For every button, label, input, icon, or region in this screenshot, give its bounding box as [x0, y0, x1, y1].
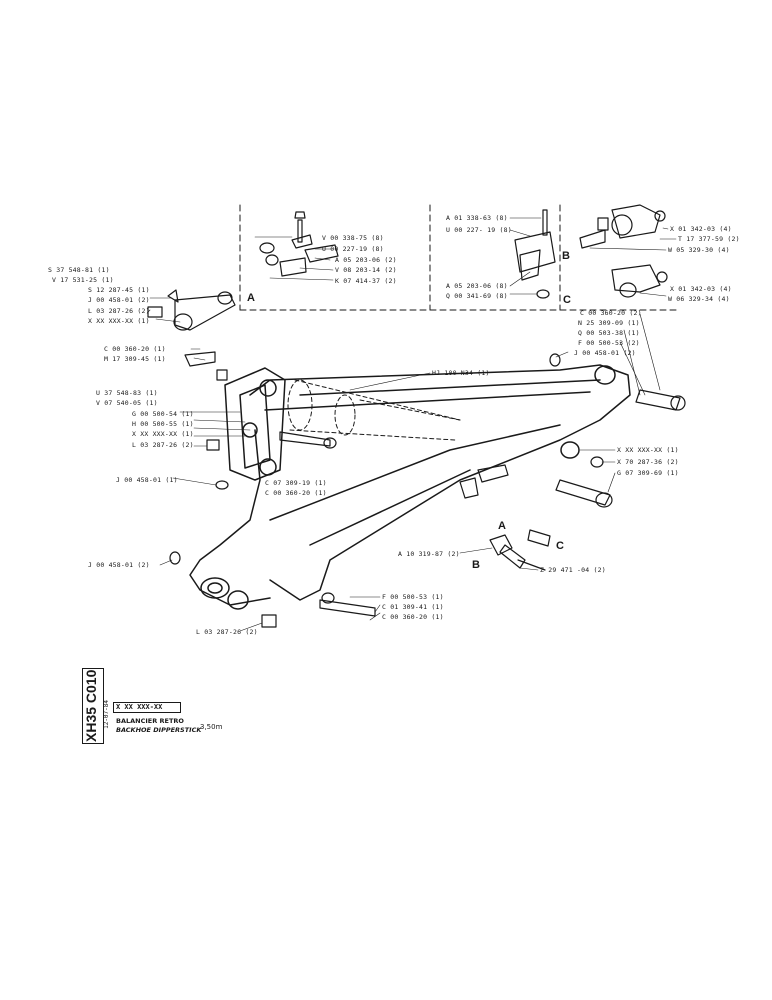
label-j00458d: J 00 458-01 (2) — [574, 349, 636, 357]
label-k07414: K 07 414-37 (2) — [335, 277, 397, 285]
label-c00360a: C 00 360-20 (1) — [104, 345, 166, 353]
callout-letter-a: A — [498, 520, 506, 532]
label-s12287: S 12 287-45 (1) — [88, 286, 150, 294]
label-a05203b: A 05 203-06 (8) — [446, 282, 508, 290]
title-english: BACKHOE DIPPERSTICK — [116, 726, 202, 734]
label-v17531: V 17 531-25 (1) — [52, 276, 114, 284]
label-t17377: T 17 377-59 (2) — [678, 235, 740, 243]
label-w06329: W 06 329-34 (4) — [668, 295, 730, 303]
label-j00458a: J 00 458-01 (2) — [88, 296, 150, 304]
detail-letter-c: C — [563, 294, 571, 306]
label-z29471: Z 29 471 -04 (2) — [540, 566, 606, 574]
detail-letter-b: B — [562, 250, 570, 262]
drawing-ref: X XX XXX-XX — [113, 702, 181, 713]
label-u00227b: U 00 227- 19 (8) — [446, 226, 512, 234]
label-n25309: N 25 309-09 (1) — [578, 319, 640, 327]
label-xxc: X XX XXX-XX (1) — [617, 446, 679, 454]
label-c00360b: C 00 360-20 (1) — [265, 489, 327, 497]
label-l03287c: L 03 287-26 (2) — [196, 628, 258, 636]
dipperstick-size: 3,50m — [200, 723, 223, 731]
label-v07540: V 07 540-05 (1) — [96, 399, 158, 407]
label-c00360d: C 00 360-20 (2) — [580, 309, 642, 317]
label-xxa: X XX XXX-XX (1) — [88, 317, 150, 325]
label-q00503: Q 00 503-38 (1) — [578, 329, 640, 337]
detail-letter-a: A — [247, 292, 255, 304]
label-h00500: H 00 500-55 (1) — [132, 420, 194, 428]
label-a05203a: A 05 203-06 (2) — [335, 256, 397, 264]
label-u37548: U 37 548-83 (1) — [96, 389, 158, 397]
leader-lines — [147, 217, 677, 632]
label-c01309: C 01 309-41 (1) — [382, 603, 444, 611]
detail-b-parts — [514, 209, 556, 299]
dipperstick-beam — [189, 364, 631, 610]
label-a01338: A 01 338-63 (8) — [446, 214, 508, 222]
label-v00338: V 00 338-75 (8) — [322, 234, 384, 242]
label-q00341: Q 00 341-69 (8) — [446, 292, 508, 300]
label-s37548: S 37 548-81 (1) — [48, 266, 110, 274]
grease-fitting-assembly — [489, 529, 551, 571]
label-x01342b: X 01 342-03 (4) — [670, 285, 732, 293]
label-m17309: M 17 309-45 (1) — [104, 355, 166, 363]
callout-letter-c: C — [556, 540, 564, 552]
drawing-code: XH35 C010 — [82, 668, 104, 744]
label-v08203: V 08 203-14 (2) — [335, 266, 397, 274]
label-l03287a: L 03 287-26 (2) — [88, 307, 150, 315]
label-xxb: X XX XXX-XX (1) — [132, 430, 194, 438]
title-french: BALANCIER RETRO — [116, 717, 184, 725]
rear-link — [147, 289, 236, 331]
label-l03287b: L 03 287-26 (2) — [132, 441, 194, 449]
label-f00500b: F 00 500-53 (2) — [578, 339, 640, 347]
callout-letter-b: B — [472, 559, 480, 571]
label-f00500a: F 00 500-53 (1) — [382, 593, 444, 601]
detail-a-parts — [259, 211, 339, 277]
label-g07309: G 07 309-69 (1) — [617, 469, 679, 477]
hydraulic-cylinder — [287, 379, 461, 441]
label-a10319: A 10 319-87 (2) — [398, 550, 460, 558]
pins — [169, 351, 686, 628]
label-c00360c: C 00 360-20 (1) — [382, 613, 444, 621]
label-x01342a: X 01 342-03 (4) — [670, 225, 732, 233]
label-j00458b: J 00 458-01 (1) — [116, 476, 178, 484]
label-w05329: W 05 329-30 (4) — [668, 246, 730, 254]
label-x70287: X 70 287-36 (2) — [617, 458, 679, 466]
detail-frame — [239, 204, 681, 311]
detail-c-parts — [579, 204, 668, 298]
label-j00458c: J 00 458-01 (2) — [88, 561, 150, 569]
label-c07309: C 07 309-19 (1) — [265, 479, 327, 487]
label-g00500: G 00 500-54 (1) — [132, 410, 194, 418]
label-hj100: HJ 100 N34 (1) — [432, 369, 490, 377]
label-u00227a: U 00 227-19 (8) — [322, 245, 384, 253]
drawing-date: 12-07-84 — [103, 700, 110, 729]
